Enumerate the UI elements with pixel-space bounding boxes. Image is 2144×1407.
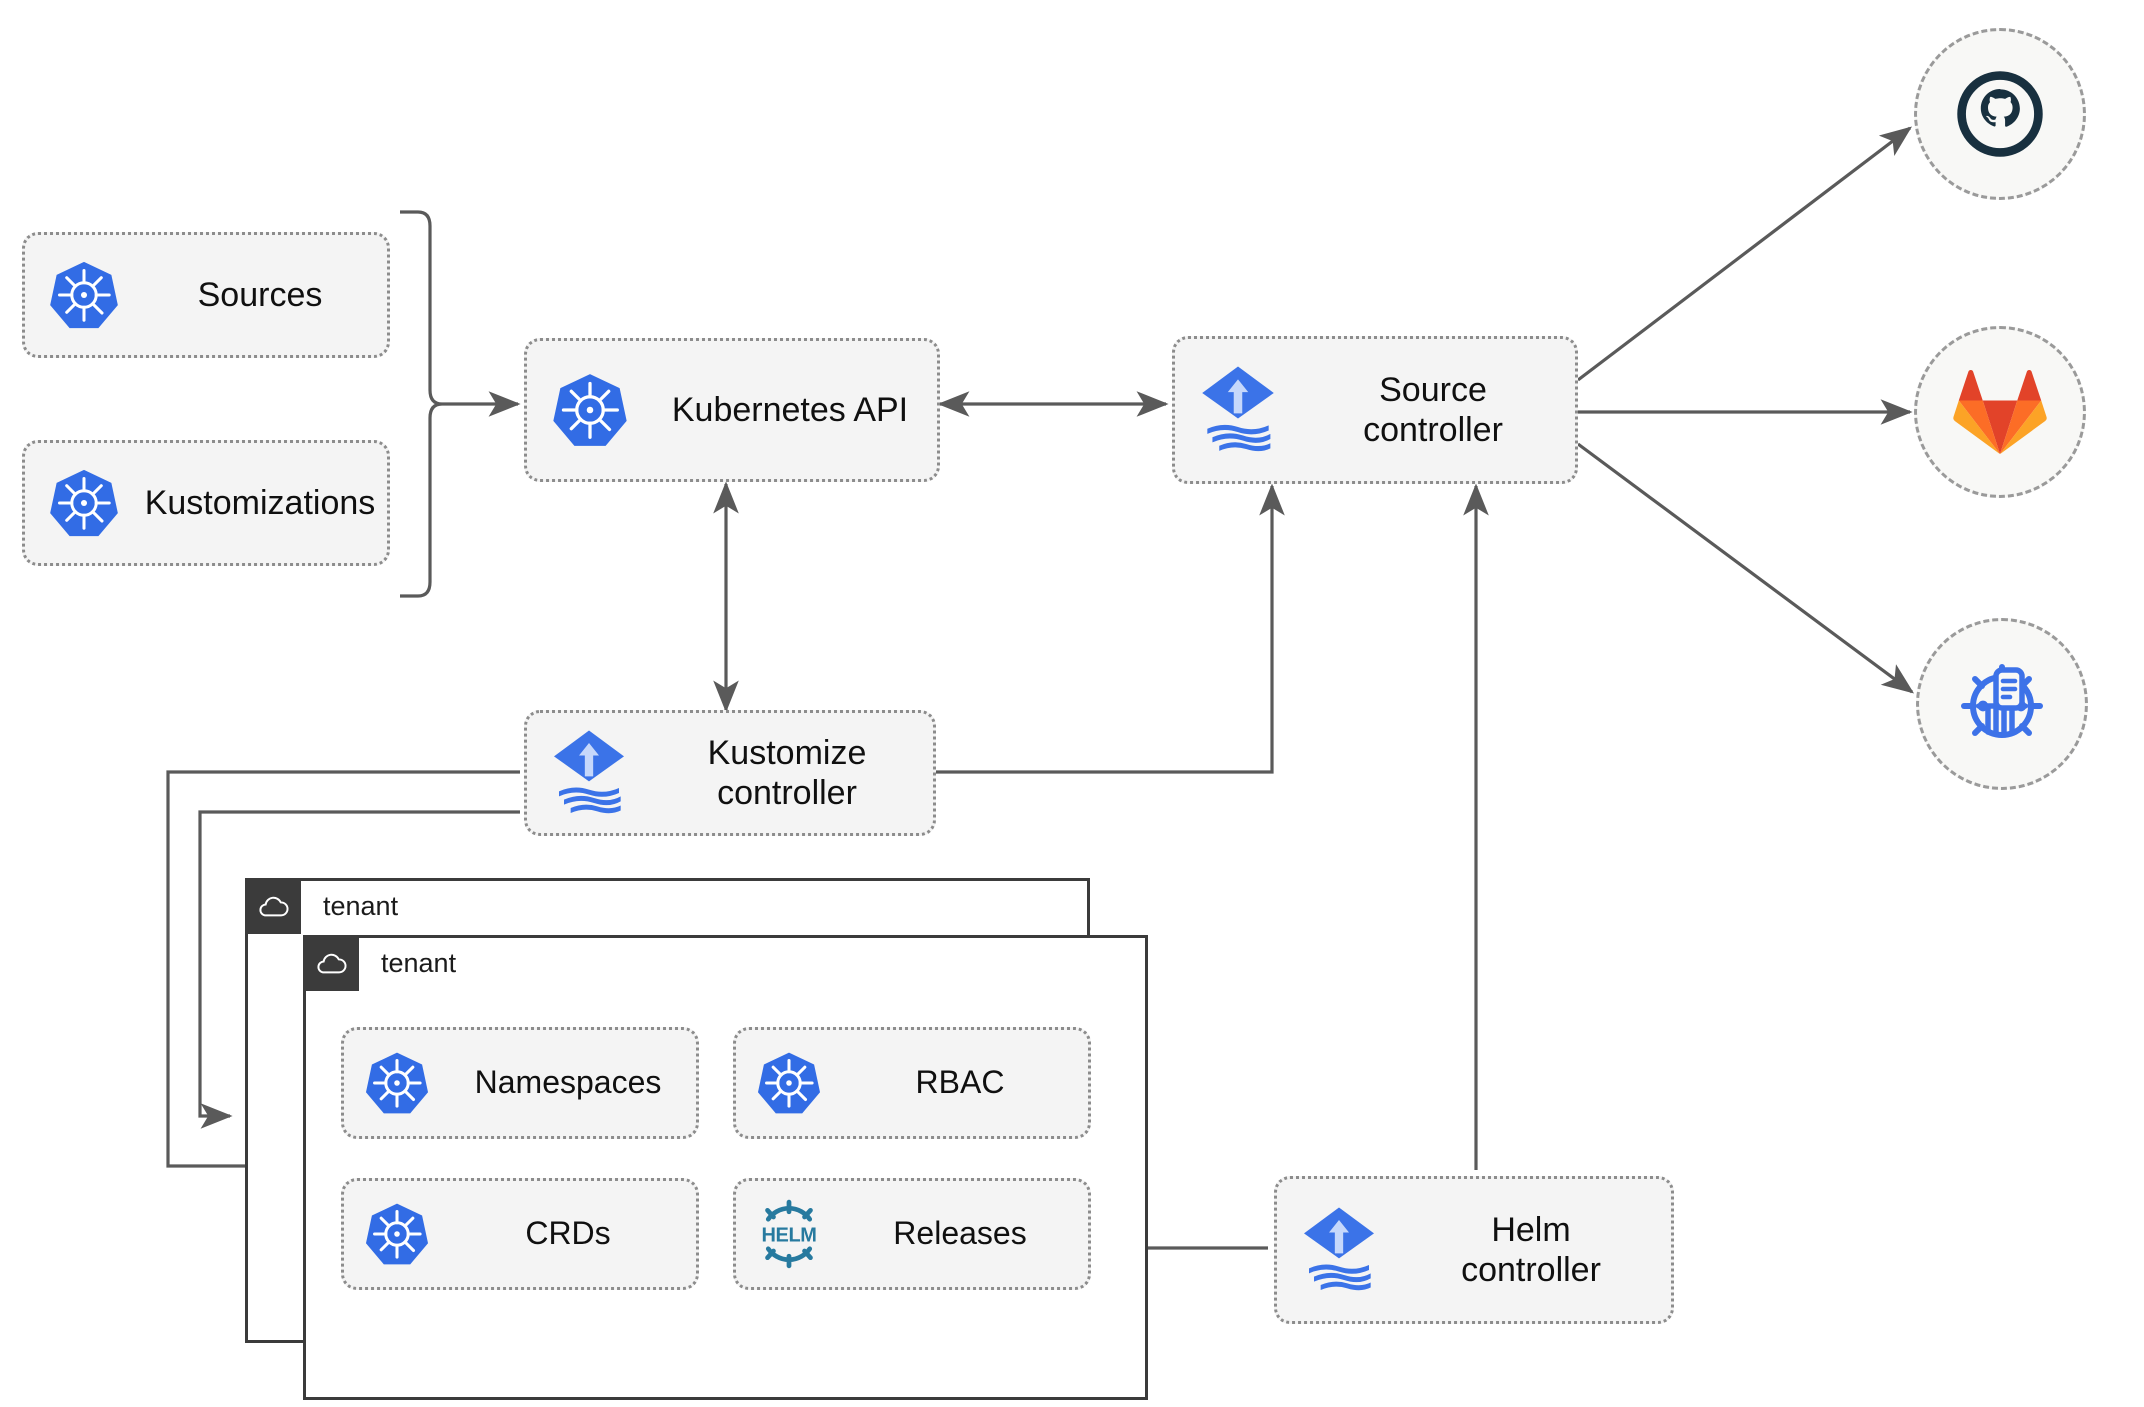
namespaces-label: Namespaces <box>474 1064 662 1101</box>
svg-text:HELM: HELM <box>761 1224 816 1246</box>
provider-helm-repository[interactable] <box>1916 618 2088 790</box>
node-source-controller[interactable]: Source controller <box>1172 336 1578 484</box>
kubernetes-api-label: Kubernetes API <box>671 390 909 429</box>
node-crds[interactable]: CRDs <box>341 1178 699 1290</box>
tenant-outer-header: tenant <box>245 878 398 934</box>
node-helm-controller[interactable]: Helm controller <box>1274 1176 1674 1324</box>
tenant-container-inner[interactable]: tenant <box>303 935 1148 1400</box>
gitlab-icon <box>1953 369 2047 455</box>
kubernetes-icon <box>344 1050 450 1116</box>
helm-repository-icon <box>1961 664 2043 738</box>
kubernetes-icon <box>344 1201 450 1267</box>
kubernetes-icon <box>527 371 653 449</box>
tenant-outer-label: tenant <box>323 890 399 921</box>
flux-icon <box>1175 364 1301 456</box>
crds-label: CRDs <box>525 1215 611 1252</box>
sources-label: Sources <box>197 275 323 314</box>
helm-icon: HELM <box>736 1197 842 1271</box>
flux-icon <box>1277 1205 1401 1295</box>
rbac-label: RBAC <box>915 1064 1005 1101</box>
node-namespaces[interactable]: Namespaces <box>341 1027 699 1139</box>
provider-gitlab[interactable] <box>1914 326 2086 498</box>
edge-source-to-helm-repository <box>1577 442 1915 694</box>
edge-resources-bracket <box>400 210 443 598</box>
kubernetes-icon <box>25 259 143 331</box>
helm-controller-label: Helm controller <box>1461 1210 1601 1289</box>
node-releases[interactable]: HELM Releases <box>733 1178 1091 1290</box>
cloud-icon <box>245 878 301 934</box>
kubernetes-icon <box>736 1050 842 1116</box>
kubernetes-icon <box>25 467 143 539</box>
source-controller-label: Source controller <box>1363 370 1503 449</box>
node-sources[interactable]: Sources <box>22 232 390 358</box>
tenant-inner-header: tenant <box>303 935 456 991</box>
node-kubernetes-api[interactable]: Kubernetes API <box>524 338 940 482</box>
flux-icon <box>527 728 651 818</box>
cloud-icon <box>303 935 359 991</box>
edge-source-to-github <box>1577 126 1913 382</box>
kustomize-controller-label: Kustomize controller <box>707 733 867 812</box>
github-icon <box>1957 71 2043 157</box>
node-rbac[interactable]: RBAC <box>733 1027 1091 1139</box>
releases-label: Releases <box>893 1215 1027 1252</box>
tenant-inner-label: tenant <box>381 947 457 978</box>
node-kustomize-controller[interactable]: Kustomize controller <box>524 710 936 836</box>
kustomizations-label: Kustomizations <box>144 483 376 522</box>
provider-github[interactable] <box>1914 28 2086 200</box>
edge-kustomize-to-source <box>936 483 1285 774</box>
node-kustomizations[interactable]: Kustomizations <box>22 440 390 566</box>
